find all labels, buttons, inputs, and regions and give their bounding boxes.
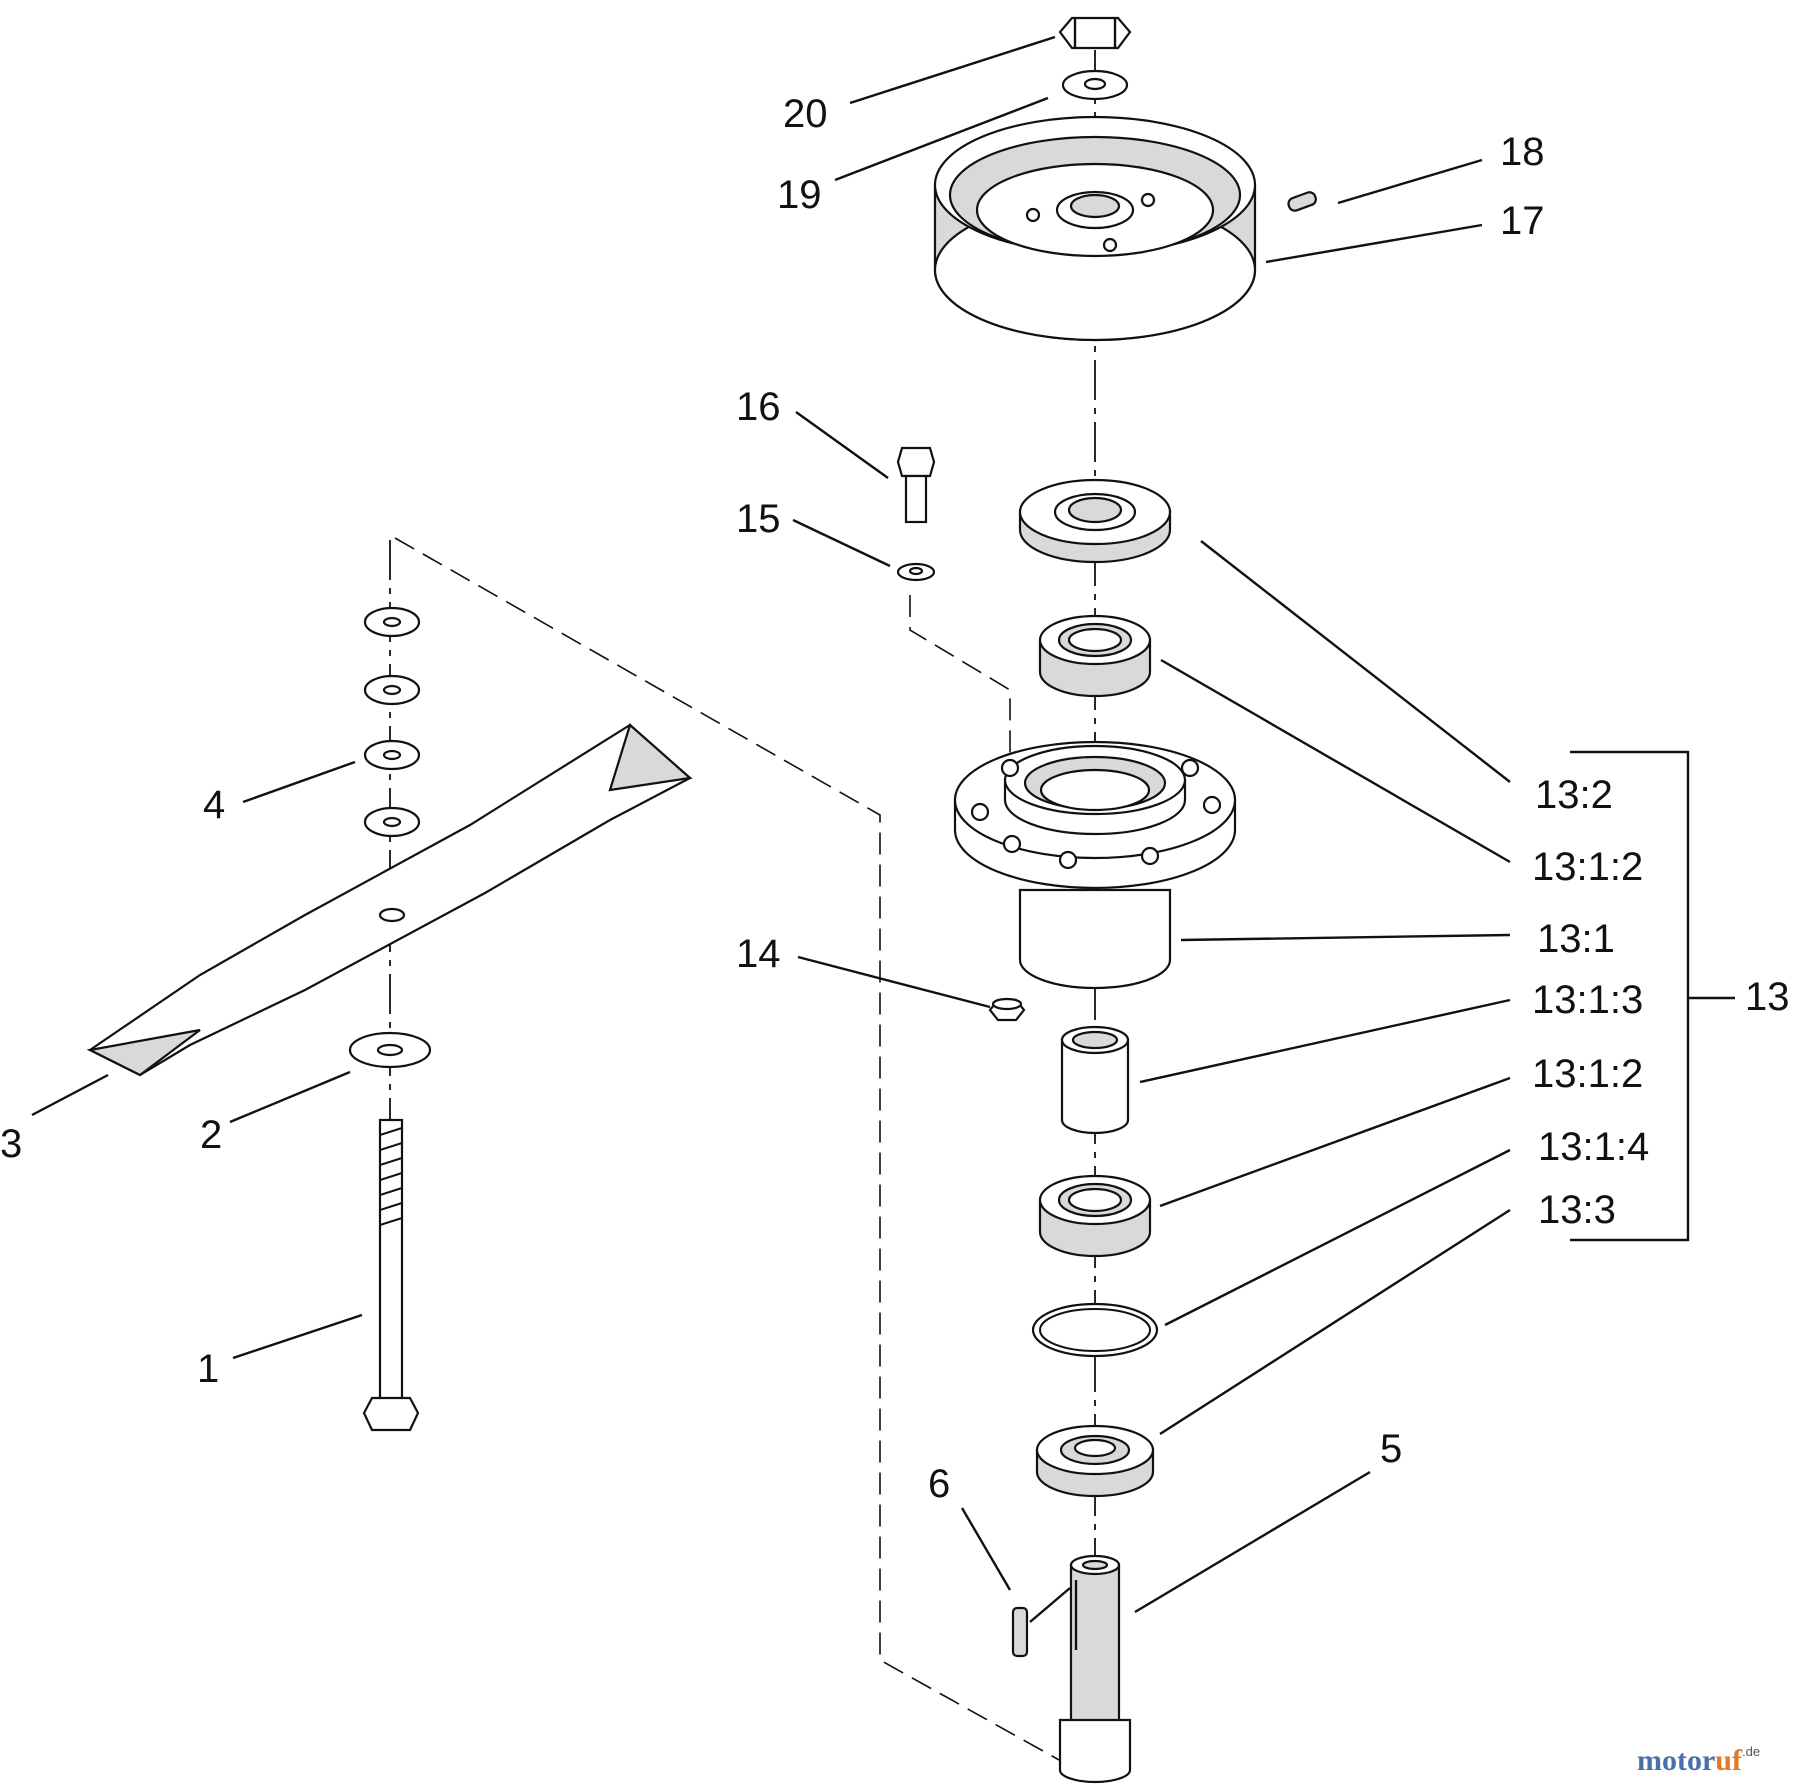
grease-fitting-part-18 xyxy=(1287,191,1317,212)
callout-4: 4 xyxy=(203,783,225,827)
callout-15: 15 xyxy=(736,497,781,541)
spindle-shaft-part-5 xyxy=(1058,1554,1132,1784)
pulley-part-17 xyxy=(933,115,1257,342)
callout-3: 3 xyxy=(0,1122,22,1166)
spacer-washers-part-4 xyxy=(363,606,421,838)
watermark-text: motoruf.de xyxy=(1637,1744,1760,1777)
callout-19: 19 xyxy=(777,173,822,217)
bearing-upper-part-13-1-2 xyxy=(1038,614,1152,698)
nut-part-20 xyxy=(1058,16,1132,50)
callout-13-1-2-upper: 13:1:2 xyxy=(1532,845,1643,889)
callout-5: 5 xyxy=(1380,1427,1402,1471)
seal-cap-part-13-2 xyxy=(1018,478,1172,564)
lower-seal-part-13-3 xyxy=(1035,1424,1155,1498)
callout-13: 13 xyxy=(1745,975,1790,1019)
key-part-6 xyxy=(1011,1606,1029,1658)
lock-washer-part-15 xyxy=(896,562,936,582)
callout-18: 18 xyxy=(1500,130,1545,174)
group-13-bracket xyxy=(1570,750,1735,1242)
callout-20: 20 xyxy=(783,92,828,136)
callout-13-1-2-lower: 13:1:2 xyxy=(1532,1052,1643,1096)
site-watermark: motoruf.de xyxy=(1637,1744,1760,1777)
callout-13-1-4: 13:1:4 xyxy=(1538,1125,1649,1169)
callout-16: 16 xyxy=(736,385,781,429)
spacer-part-13-1-3 xyxy=(1060,1025,1130,1135)
flange-nut-part-14 xyxy=(988,997,1026,1022)
callout-13-1: 13:1 xyxy=(1537,917,1615,961)
callout-13-1-3: 13:1:3 xyxy=(1532,978,1643,1022)
spindle-housing-part-13-1 xyxy=(953,740,1237,990)
retaining-ring-part-13-1-4 xyxy=(1031,1302,1159,1358)
assembly-path-dashed xyxy=(394,537,1096,1781)
callout-14: 14 xyxy=(736,932,781,976)
callout-2: 2 xyxy=(200,1113,222,1157)
washer-part-19 xyxy=(1061,69,1129,101)
callout-6: 6 xyxy=(928,1462,950,1506)
callout-17: 17 xyxy=(1500,199,1545,243)
callout-13-3: 13:3 xyxy=(1538,1188,1616,1232)
blade-bolt-part-1 xyxy=(362,1118,420,1432)
callout-1: 1 xyxy=(197,1347,219,1391)
bearing-lower-part-13-1-2 xyxy=(1038,1174,1152,1258)
mower-blade-part-3 xyxy=(86,723,693,1077)
callout-labels: 20 19 18 17 16 15 13:2 13:1:2 13:1 14 13… xyxy=(0,92,1790,1506)
bolt-part-16 xyxy=(896,446,936,524)
callout-leader-lines xyxy=(31,35,1511,1623)
blade-washer-part-2 xyxy=(348,1031,432,1069)
callout-13-2: 13:2 xyxy=(1535,773,1613,817)
